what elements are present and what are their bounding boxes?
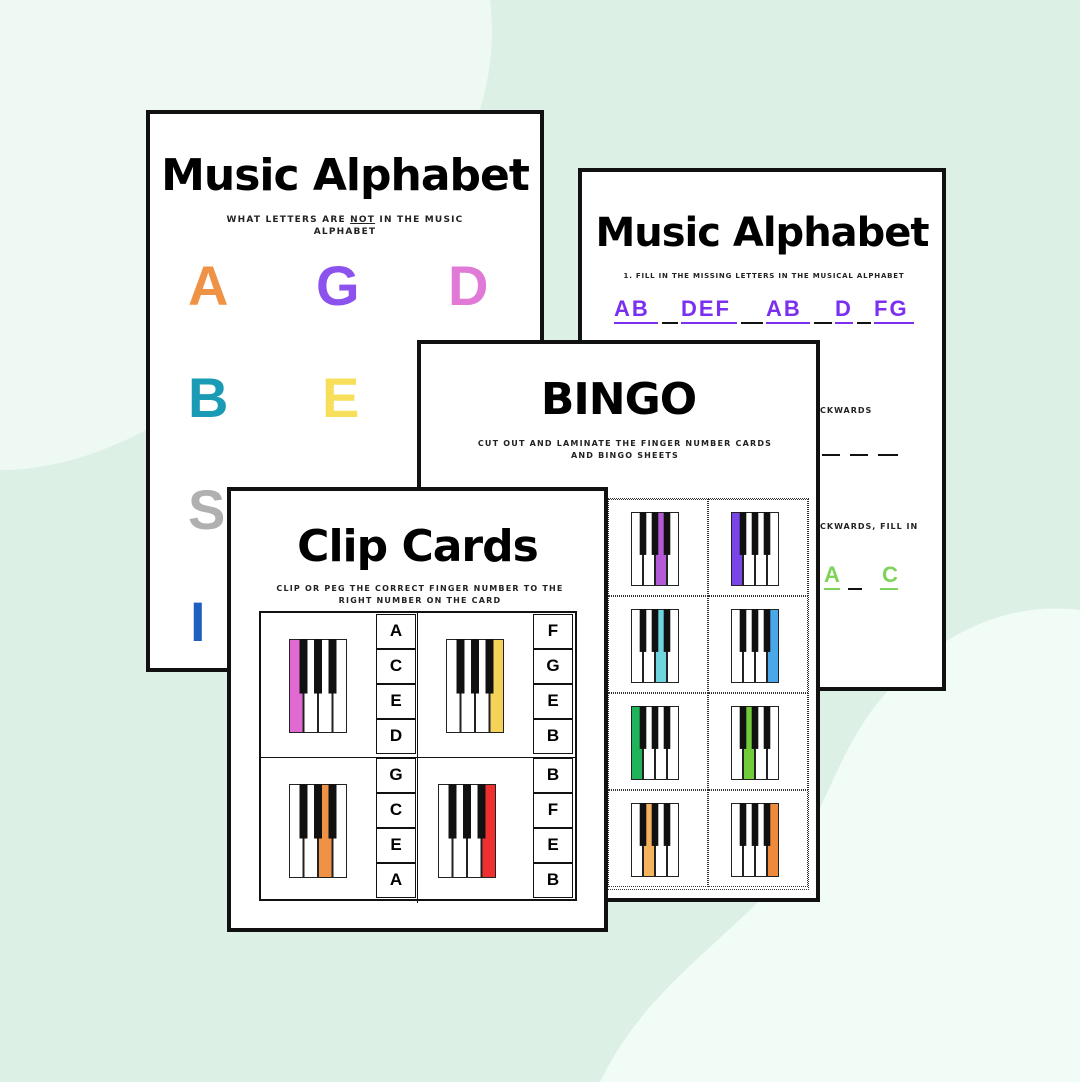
blank-line bbox=[824, 588, 840, 590]
bingo-card bbox=[708, 499, 808, 596]
sequence-letters: D bbox=[835, 296, 853, 321]
page-title: Music Alphabet bbox=[161, 150, 530, 201]
blank-line bbox=[662, 322, 678, 324]
blank-line bbox=[741, 322, 763, 324]
answer-letter-cell[interactable]: E bbox=[376, 684, 416, 719]
answer-letter-cell[interactable]: C bbox=[376, 649, 416, 684]
blank-line bbox=[878, 454, 898, 456]
piano-keys-icon bbox=[289, 639, 347, 733]
page-title: BINGO bbox=[540, 374, 697, 425]
piano-keys-icon bbox=[631, 706, 679, 780]
blank-line bbox=[850, 454, 868, 456]
blank-line bbox=[822, 454, 840, 456]
piano-keys-icon bbox=[631, 803, 679, 877]
bingo-card bbox=[608, 596, 708, 693]
bingo-card bbox=[608, 499, 708, 596]
blank-line bbox=[814, 322, 832, 324]
blank-line bbox=[874, 322, 914, 324]
blank-line bbox=[614, 322, 658, 324]
bingo-card-grid bbox=[607, 498, 809, 890]
answer-letter-cell[interactable]: E bbox=[533, 828, 573, 863]
bingo-card bbox=[708, 693, 808, 790]
bingo-card bbox=[608, 693, 708, 790]
instruction-text: 1. FILL IN THE MISSING LETTERS IN THE MU… bbox=[623, 272, 905, 280]
bingo-card bbox=[608, 790, 708, 887]
instruction-part: WHAT LETTERS ARE bbox=[226, 215, 351, 225]
sequence-letters: AB bbox=[766, 296, 802, 321]
answer-letter-cell[interactable]: A bbox=[376, 614, 416, 649]
piano-keys-icon bbox=[731, 512, 779, 586]
letter-card: B bbox=[188, 366, 229, 429]
sequence-letter: A bbox=[824, 562, 840, 587]
piano-keys-icon bbox=[731, 803, 779, 877]
answer-letter-cell[interactable]: G bbox=[376, 758, 416, 793]
answer-letter-cell[interactable]: F bbox=[533, 793, 573, 828]
blank-line bbox=[766, 322, 810, 324]
answer-letter-cell[interactable]: B bbox=[533, 863, 573, 898]
sequence-letters: AB bbox=[614, 296, 650, 321]
sequence-letters: FG bbox=[874, 296, 909, 321]
answer-letter-cell[interactable]: B bbox=[533, 719, 573, 754]
answer-letter-cell[interactable]: E bbox=[533, 684, 573, 719]
piano-keys-icon bbox=[731, 609, 779, 683]
piano-keys-icon bbox=[731, 706, 779, 780]
answer-letter-cell[interactable]: B bbox=[533, 758, 573, 793]
blank-line bbox=[681, 322, 737, 324]
letter-card: I bbox=[190, 590, 206, 653]
piano-keys-icon bbox=[438, 784, 496, 878]
answer-letter-cell[interactable]: C bbox=[376, 793, 416, 828]
instruction-text: CUT OUT AND LAMINATE THE FINGER NUMBER C… bbox=[477, 439, 773, 460]
letter-card: D bbox=[448, 254, 489, 317]
blank-line bbox=[848, 588, 862, 590]
answer-letter-cell[interactable]: D bbox=[376, 719, 416, 754]
page-title: Clip Cards bbox=[297, 521, 539, 572]
letter-card: G bbox=[316, 254, 360, 317]
piano-keys-icon bbox=[289, 784, 347, 878]
worksheet-clip-cards: Clip Cards CLIP OR PEG THE CORRECT FINGE… bbox=[227, 487, 608, 932]
piano-keys-icon bbox=[631, 609, 679, 683]
piano-keys-icon bbox=[631, 512, 679, 586]
instruction-part: IN THE MUSIC ALPHABET bbox=[313, 215, 464, 237]
instruction-text: WHAT LETTERS ARE NOT IN THE MUSIC ALPHAB… bbox=[210, 214, 480, 238]
letter-card: S bbox=[188, 478, 226, 541]
answer-letter-cell[interactable]: E bbox=[376, 828, 416, 863]
bingo-card bbox=[708, 790, 808, 887]
letter-card: E bbox=[322, 366, 360, 429]
instruction-text: CLIP OR PEG THE CORRECT FINGER NUMBER TO… bbox=[276, 584, 564, 605]
sequence-letters: DEF bbox=[681, 296, 731, 321]
instruction-underlined: NOT bbox=[350, 215, 376, 225]
bingo-card bbox=[708, 596, 808, 693]
answer-letter-cell[interactable]: F bbox=[533, 614, 573, 649]
letter-card: A bbox=[188, 254, 229, 317]
instruction-fragment: CKWARDS, FILL IN bbox=[820, 522, 919, 531]
blank-line bbox=[857, 322, 871, 324]
answer-letter-cell[interactable]: A bbox=[376, 863, 416, 898]
sequence-letter: C bbox=[882, 562, 898, 587]
answer-letter-cell[interactable]: G bbox=[533, 649, 573, 684]
blank-line bbox=[835, 322, 853, 324]
instruction-fragment: CKWARDS bbox=[820, 406, 873, 415]
blank-line bbox=[880, 588, 898, 590]
page-title: Music Alphabet bbox=[595, 210, 929, 256]
piano-keys-icon bbox=[446, 639, 504, 733]
